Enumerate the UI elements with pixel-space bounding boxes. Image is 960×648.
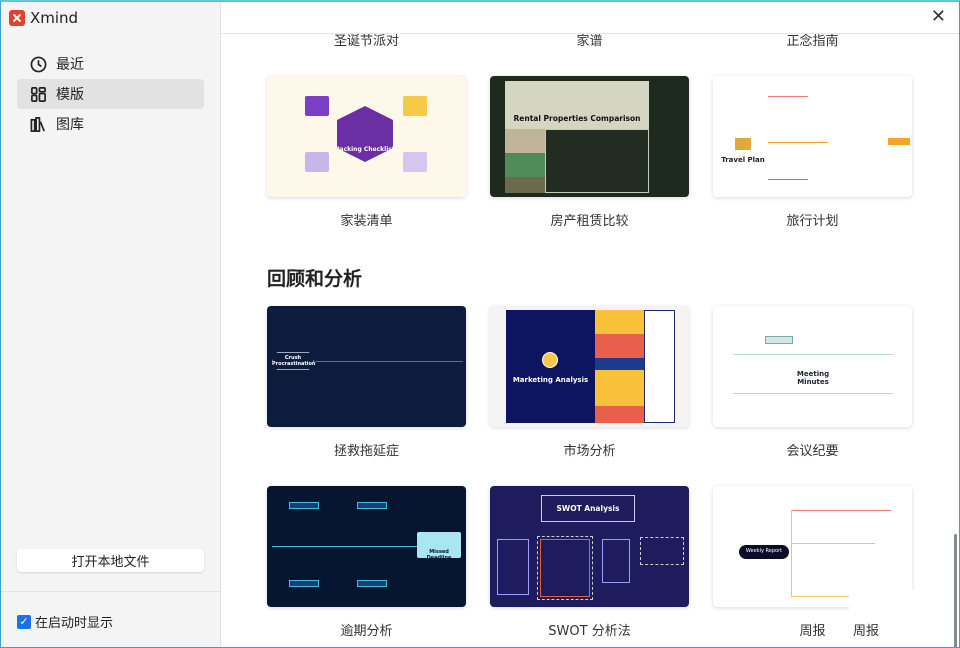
- template-label[interactable]: 旅行计划: [786, 214, 839, 229]
- template-card-travel-plan[interactable]: Travel Plan: [713, 76, 912, 197]
- template-card-swot-analysis[interactable]: SWOT Analysis: [490, 486, 689, 607]
- open-local-file-button[interactable]: 打开本地文件: [17, 549, 204, 572]
- template-card-meeting-minutes[interactable]: Meeting Minutes: [713, 306, 912, 427]
- sidebar-item-library[interactable]: 图库: [17, 109, 204, 139]
- template-label[interactable]: 正念指南: [786, 34, 839, 49]
- sidebar-nav: 最近 模版 图库: [17, 49, 204, 139]
- template-label[interactable]: 周报: [799, 624, 826, 639]
- template-card-crush-procrastination[interactable]: Crush Procrastination: [267, 306, 466, 427]
- template-label[interactable]: 逾期分析: [340, 624, 393, 639]
- thumb-title: Missed Deadline: [426, 549, 452, 561]
- template-card-marketing-analysis[interactable]: Marketing Analysis: [490, 306, 689, 427]
- sidebar-item-label: 最近: [56, 57, 84, 73]
- template-label[interactable]: 市场分析: [563, 444, 616, 459]
- sidebar-item-label: 模版: [56, 87, 84, 103]
- close-icon[interactable]: ✕: [930, 6, 946, 27]
- thumb-title: SWOT Analysis: [556, 504, 620, 513]
- thumb-title: Meeting Minutes: [796, 370, 830, 386]
- overlay-glitch: [849, 590, 919, 648]
- template-label[interactable]: 圣诞节派对: [333, 34, 399, 49]
- template-label-duplicate: 周报: [852, 624, 879, 639]
- app-title: Xmind: [30, 9, 79, 27]
- template-card-rental-comparison[interactable]: Rental Properties Comparison: [490, 76, 689, 197]
- library-icon: [30, 116, 45, 132]
- sidebar-item-label: 图库: [56, 117, 84, 133]
- template-card-packing-checklist[interactable]: Packing Checklist: [267, 76, 466, 197]
- template-label[interactable]: 家谱: [576, 34, 603, 49]
- checkbox-label: 在启动时显示: [35, 616, 114, 631]
- section-heading: 回顾和分析: [267, 268, 363, 290]
- thumb-title: Travel Plan: [721, 156, 765, 164]
- clock-icon: [30, 56, 47, 72]
- template-label[interactable]: 房产租赁比较: [550, 214, 629, 229]
- scrollbar[interactable]: [954, 534, 957, 648]
- template-grid-icon: [31, 86, 46, 102]
- thumb-title: Marketing Analysis: [512, 376, 589, 384]
- divider: [0, 591, 220, 592]
- thumb-title: Packing Checklist: [335, 146, 395, 153]
- template-gallery: 圣诞节派对 家谱 正念指南 Packing Checklist 家装清单 Ren…: [221, 34, 960, 648]
- app-logo: Xmind: [9, 9, 78, 27]
- xmind-logo-icon: [9, 10, 25, 26]
- sidebar-item-templates[interactable]: 模版: [17, 79, 204, 109]
- show-on-startup-checkbox[interactable]: ✓ 在启动时显示: [17, 612, 113, 631]
- thumb-title: Weekly Report: [745, 548, 783, 554]
- sidebar: Xmind 最近 模版 图库 打开本地文件 ✓ 在启动时显示: [0, 0, 221, 648]
- sidebar-item-recent[interactable]: 最近: [17, 49, 204, 79]
- template-label[interactable]: 家装清单: [340, 214, 393, 229]
- template-label[interactable]: 会议纪要: [786, 444, 839, 459]
- title-bar: ✕: [221, 0, 960, 34]
- thumb-title: Rental Properties Comparison: [513, 114, 641, 123]
- thumb-title: Crush Procrastination: [272, 355, 316, 367]
- template-label[interactable]: SWOT 分析法: [548, 624, 631, 639]
- template-card-missed-deadline[interactable]: Missed Deadline: [267, 486, 466, 607]
- template-card-weekly-report[interactable]: Weekly Report: [713, 486, 912, 607]
- checkbox-checked-icon[interactable]: ✓: [17, 614, 31, 629]
- template-label[interactable]: 拯救拖延症: [333, 444, 399, 459]
